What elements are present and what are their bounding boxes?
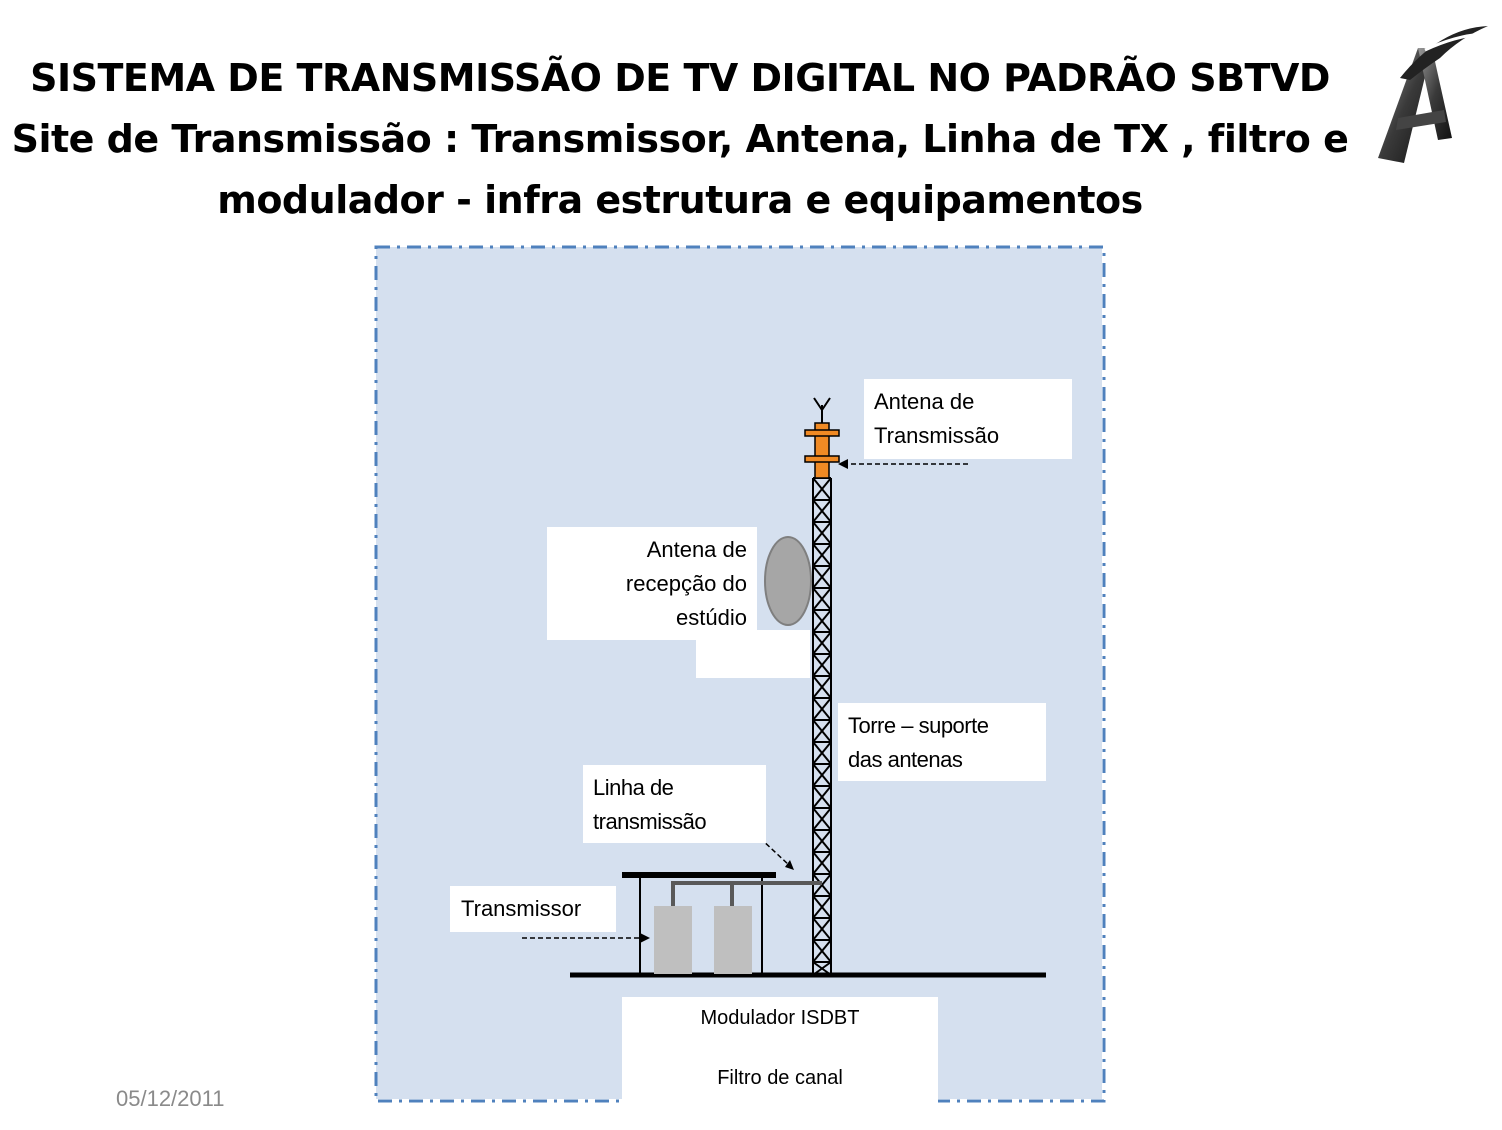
tower-brace: [812, 807, 832, 831]
arrowhead-line: [785, 860, 794, 870]
tower-brace: [812, 939, 832, 963]
tx-antenna-icon: [804, 397, 840, 479]
label-tx-antenna: Antena de Transmissão: [864, 379, 1072, 459]
feed-line: [671, 881, 822, 906]
tower-brace: [812, 521, 832, 545]
tower-brace: [812, 851, 832, 875]
transmitter-cabinet-1: [654, 906, 692, 974]
tower-brace: [812, 543, 832, 567]
tower-brace: [812, 587, 832, 611]
tower-brace: [812, 829, 832, 853]
title-line-3: modulador - infra estrutura e equipament…: [217, 178, 1143, 222]
arrowhead-transmitter: [640, 933, 650, 943]
tower-brace: [812, 565, 832, 589]
page-title: SISTEMA DE TRANSMISSÃO DE TV DIGITAL NO …: [0, 48, 1360, 231]
label-rx-antenna: Antena de recepção do estúdio: [547, 527, 757, 640]
modulator-box: Modulador ISDBT Filtro de canal: [622, 997, 938, 1103]
tower-brace: [812, 917, 832, 941]
tower-brace: [812, 477, 832, 501]
filter-label: Filtro de canal: [717, 1067, 843, 1089]
tower-brace: [812, 961, 832, 976]
footer-date: 05/12/2011: [116, 1086, 225, 1111]
label-tower: Torre – suporte das antenas: [838, 703, 1046, 781]
label-transmission-line: Linha de transmissão: [583, 765, 766, 843]
tower-brace: [812, 785, 832, 809]
tower-brace: [812, 499, 832, 523]
shelter: [622, 872, 776, 975]
tower-brace: [812, 609, 832, 633]
tower-brace: [812, 763, 832, 787]
arrowhead-tx-antenna: [838, 459, 848, 469]
label-rx-antenna-ext: [696, 630, 810, 678]
rx-dish-icon: [764, 536, 812, 626]
tower-lattice: [812, 477, 832, 976]
tower-brace: [812, 697, 832, 721]
tower-brace: [812, 675, 832, 699]
tower-brace: [812, 631, 832, 655]
title-line-1: SISTEMA DE TRANSMISSÃO DE TV DIGITAL NO …: [30, 56, 1330, 100]
transmitter-cabinet-2: [714, 906, 752, 974]
tower-logo-icon: [1378, 26, 1488, 163]
arrow-line: [759, 837, 791, 867]
title-line-2: Site de Transmissão : Transmissor, Anten…: [11, 117, 1349, 161]
tower-brace: [812, 653, 832, 677]
tower-brace: [812, 741, 832, 765]
tower-brace: [812, 895, 832, 919]
tower-brace: [812, 719, 832, 743]
modulator-label: Modulador ISDBT: [700, 1007, 860, 1029]
label-transmitter: Transmissor: [450, 886, 616, 932]
